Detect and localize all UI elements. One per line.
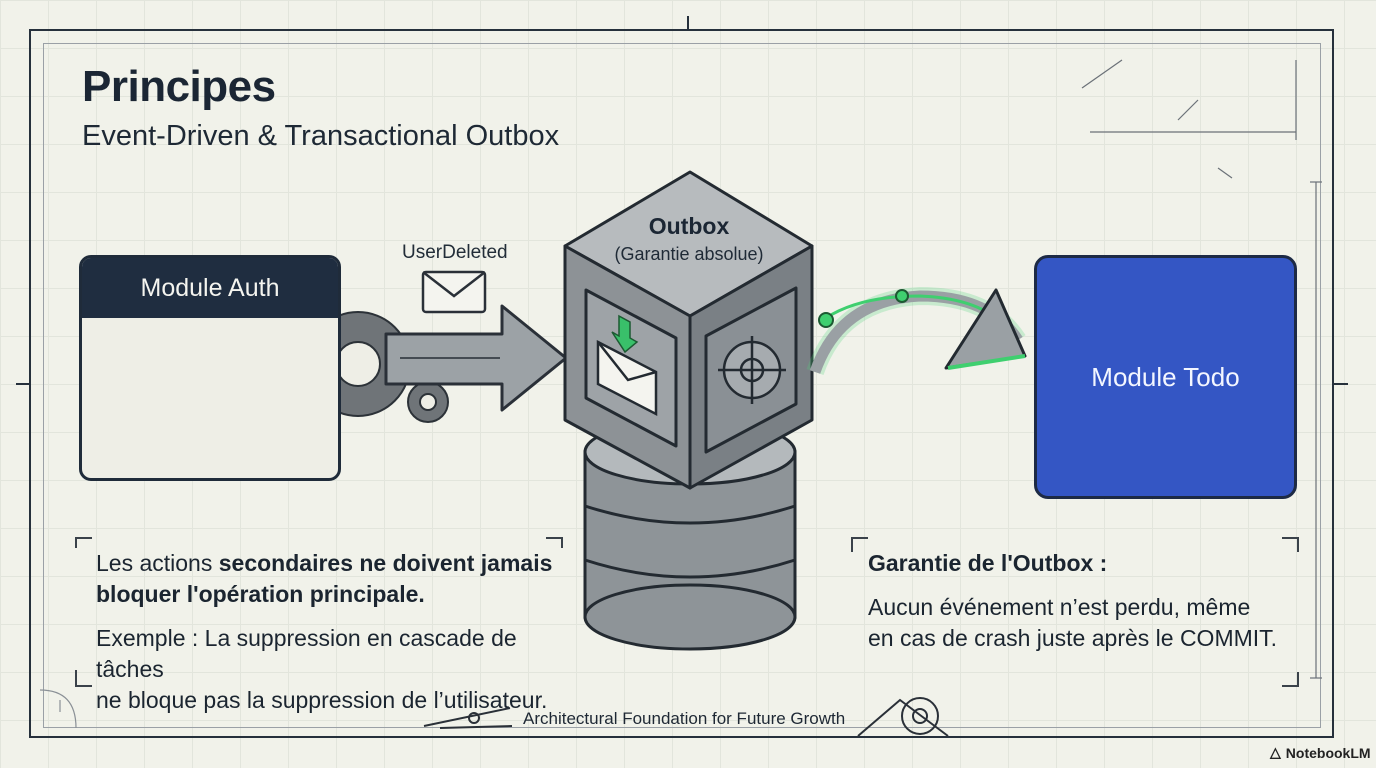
page-subtitle: Event-Driven & Transactional Outbox	[82, 120, 560, 152]
left-note-bold1: secondaires ne doivent jamais	[218, 550, 553, 576]
vault-dial-icon	[718, 336, 786, 404]
event-name-label: UserDeleted	[402, 242, 508, 263]
module-auth-title: Module Auth	[82, 258, 338, 318]
module-todo-card: Module Todo	[1034, 255, 1297, 499]
mail-icon	[596, 339, 658, 417]
right-note-line2: en cas de crash juste après le COMMIT.	[868, 625, 1278, 651]
left-note-plain: Les actions	[96, 550, 219, 576]
sketch-lines	[1081, 59, 1322, 679]
corner-arc	[39, 689, 77, 729]
brand-name: NotebookLM	[1285, 744, 1371, 761]
outbox-title: Outbox	[648, 213, 730, 239]
module-todo-title: Module Todo	[1091, 361, 1240, 392]
left-note: Les actions secondaires ne doivent jamai…	[96, 548, 566, 716]
module-auth-card: Module Auth	[79, 255, 341, 481]
right-note-line1: Aucun événement n’est perdu, même	[868, 594, 1251, 620]
event-arrow	[384, 304, 568, 412]
outer-frame	[29, 29, 1334, 738]
gear-ruler-icon	[857, 697, 949, 737]
down-arrow-icon	[611, 314, 639, 354]
right-note-brackets	[851, 537, 1299, 687]
outbox-subtitle: (Garantie absolue)	[614, 244, 764, 264]
right-note: Garantie de l'Outbox : Aucun événement n…	[868, 548, 1288, 654]
notebooklm-icon: △	[1270, 744, 1281, 760]
left-note-bold2: bloquer l'opération principale.	[96, 581, 425, 607]
envelope-icon	[421, 270, 487, 314]
brand-logo: △ NotebookLM	[1270, 744, 1371, 761]
delivery-arrow	[806, 287, 1027, 376]
page-title: Principes	[82, 62, 276, 111]
left-note-brackets	[75, 537, 563, 687]
right-note-heading: Garantie de l'Outbox :	[868, 550, 1108, 576]
left-note-example1: Exemple : La suppression en cascade de t…	[96, 625, 517, 682]
compass-icon	[423, 707, 513, 729]
left-note-example2: ne bloque pas la suppression de l’utilis…	[96, 687, 548, 713]
left-note-line1: Les actions secondaires ne doivent jamai…	[96, 548, 566, 579]
footer-caption: Architectural Foundation for Future Grow…	[523, 709, 846, 728]
inner-frame	[43, 43, 1321, 728]
